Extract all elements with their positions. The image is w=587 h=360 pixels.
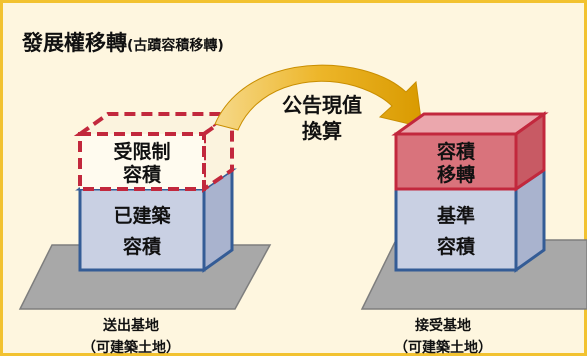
left-built-label-1: 已建築 bbox=[113, 204, 171, 227]
right-transfer-label-2: 移轉 bbox=[437, 163, 475, 186]
title: 發展權移轉(古蹟容積移轉) bbox=[21, 31, 224, 55]
right-base-label-1: 基準 bbox=[436, 204, 475, 227]
left-caption-2: （可建築土地） bbox=[82, 339, 180, 356]
right-transfer-volume bbox=[391, 111, 549, 192]
title-main: 發展權移轉 bbox=[21, 31, 127, 55]
right-transfer-label-1: 容積 bbox=[437, 140, 475, 163]
right-base-label-2: 容積 bbox=[437, 235, 475, 258]
right-caption-2: （可建築土地） bbox=[394, 339, 492, 356]
arrow-label-1: 公告現值 bbox=[282, 93, 362, 117]
left-caption-1: 送出基地 bbox=[102, 317, 159, 334]
left-built-label-2: 容積 bbox=[123, 235, 161, 258]
left-restricted-label-1: 受限制 bbox=[113, 140, 170, 163]
arrow-label-2: 換算 bbox=[302, 119, 342, 143]
left-restricted-label-2: 容積 bbox=[123, 163, 161, 186]
right-caption-1: 接受基地 bbox=[415, 317, 471, 334]
title-sub: (古蹟容積移轉) bbox=[127, 37, 224, 54]
